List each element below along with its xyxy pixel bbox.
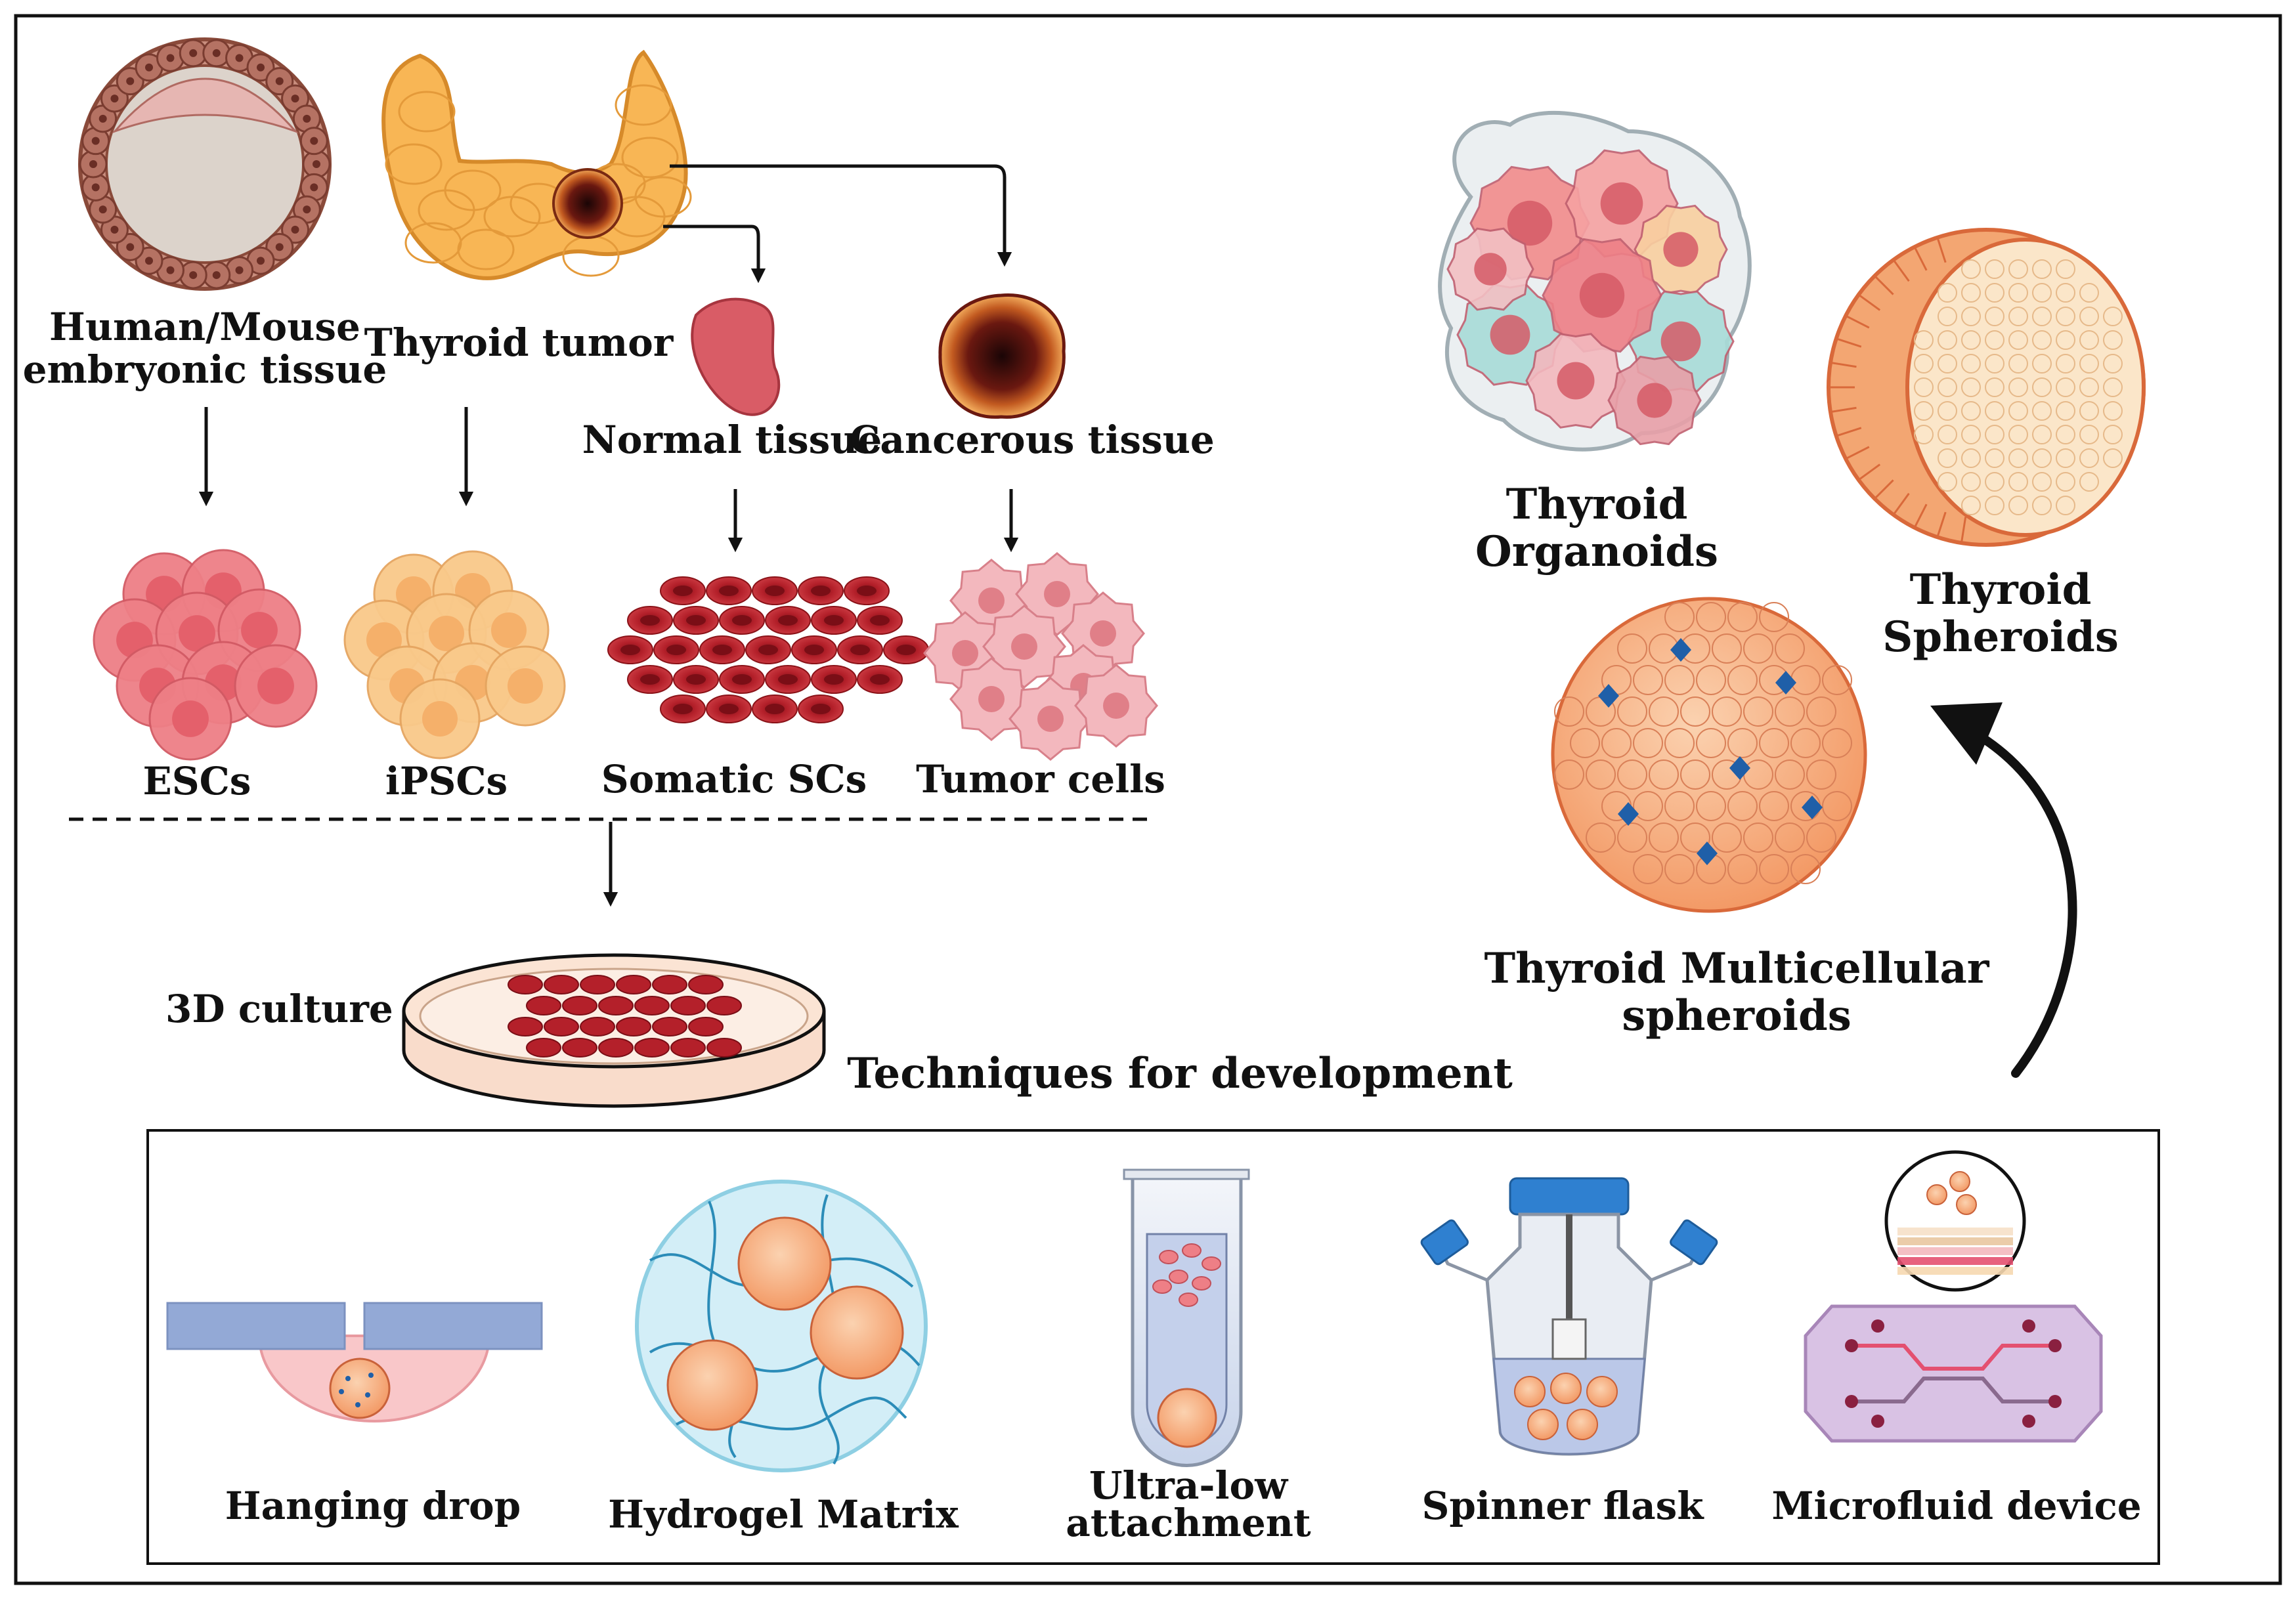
techniques-box xyxy=(146,1129,2160,1565)
tumor-cells-cluster-icon xyxy=(923,552,1158,761)
cancerous-tissue-icon xyxy=(938,293,1066,419)
embryonic-tissue-icon xyxy=(78,37,332,291)
thyroid-organoids-icon xyxy=(1438,110,1752,452)
label-ultra-low-attachment: Ultra-low attachment xyxy=(1066,1463,1311,1545)
label-thyroid-spheroids: Thyroid Spheroids xyxy=(1882,566,2119,660)
hanging-drop-icon xyxy=(166,1302,543,1422)
label-hanging-drop: Hanging drop xyxy=(225,1484,521,1528)
curved-arrow-to-spheroids xyxy=(1968,727,2077,1078)
label-organoids-line1: Thyroid xyxy=(1505,480,1688,529)
spinner-flask-icon xyxy=(1420,1177,1718,1456)
label-hydrogel-matrix: Hydrogel Matrix xyxy=(608,1492,959,1537)
ipscs-cluster-icon xyxy=(343,550,566,759)
ultra-low-attachment-icon xyxy=(1123,1168,1250,1467)
label-thyroid-tumor: Thyroid tumor xyxy=(364,320,674,365)
label-escs: ESCs xyxy=(142,759,251,803)
somatic-scs-icon xyxy=(607,576,929,723)
label-embryonic-line1: Human/Mouse xyxy=(49,305,360,349)
petri-dish-icon xyxy=(402,953,826,1108)
label-ultra-low-line2: attachment xyxy=(1066,1500,1311,1545)
outer-frame xyxy=(14,14,2282,1585)
escs-cluster-icon xyxy=(93,549,318,761)
label-mcs-line2: spheroids xyxy=(1622,991,1852,1040)
label-spheroids-line2: Spheroids xyxy=(1882,612,2119,662)
label-techniques-title: Techniques for development xyxy=(847,1049,1513,1098)
label-normal-tissue: Normal tissue xyxy=(582,417,882,462)
label-embryonic-line2: embryonic tissue xyxy=(22,347,387,392)
thyroid-gland-icon xyxy=(381,49,692,280)
arrow-tumor-to-cancerous xyxy=(670,164,1012,267)
hydrogel-matrix-icon xyxy=(635,1180,928,1472)
arrow-tumor-to-normal xyxy=(663,224,766,284)
label-multicellular-spheroids: Thyroid Multicellular spheroids xyxy=(1484,945,1989,1039)
thyroid-spheroids-icon xyxy=(1827,228,2146,547)
label-3d-culture: 3D culture xyxy=(165,987,393,1031)
label-thyroid-organoids: Thyroid Organoids xyxy=(1475,481,1718,575)
label-cancerous-tissue: Cancerous tissue xyxy=(850,417,1215,462)
normal-tissue-icon xyxy=(691,297,781,416)
label-mcs-line1: Thyroid Multicellular xyxy=(1484,944,1989,993)
label-organoids-line2: Organoids xyxy=(1475,526,1718,576)
label-ultra-low-line1: Ultra-low xyxy=(1089,1463,1288,1508)
label-spinner-flask: Spinner flask xyxy=(1421,1484,1704,1528)
label-spheroids-line1: Thyroid xyxy=(1909,565,2092,614)
label-tumor-cells: Tumor cells xyxy=(916,757,1165,802)
curved-arrow-head xyxy=(1930,702,2003,765)
label-microfluid-device: Microfluid device xyxy=(1771,1484,2142,1528)
label-embryonic-tissue: Human/Mouse embryonic tissue xyxy=(23,306,387,391)
label-ipscs: iPSCs xyxy=(385,759,508,803)
microfluid-device-icon xyxy=(1804,1150,2103,1443)
multicellular-spheroid-icon xyxy=(1551,597,1867,913)
label-somatic-scs: Somatic SCs xyxy=(601,757,867,802)
